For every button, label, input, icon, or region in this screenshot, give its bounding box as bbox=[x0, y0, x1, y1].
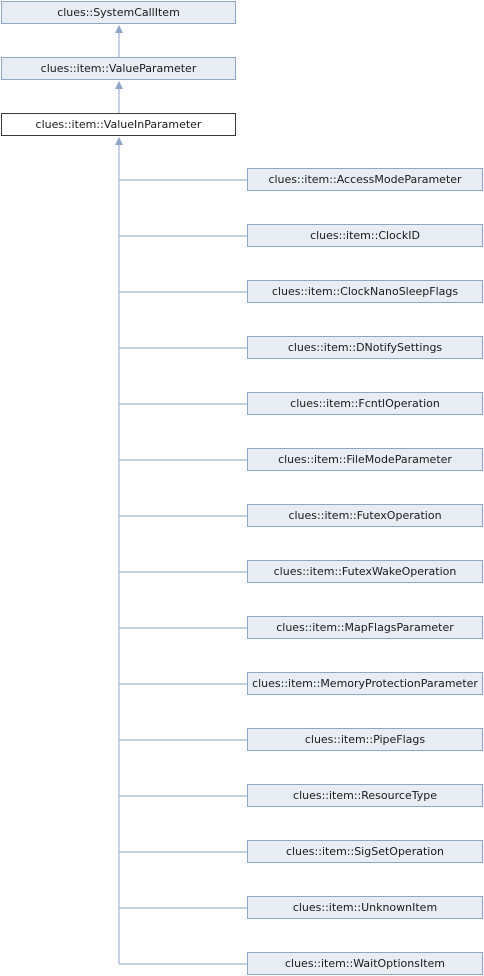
node-child-class[interactable]: clues::item::ClockNanoSleepFlags bbox=[247, 280, 483, 303]
node-child-class[interactable]: clues::item::SigSetOperation bbox=[247, 840, 483, 863]
node-child-class[interactable]: clues::item::FutexWakeOperation bbox=[247, 560, 483, 583]
inheritance-arrowhead bbox=[115, 137, 123, 145]
node-child-class[interactable]: clues::item::MapFlagsParameter bbox=[247, 616, 483, 639]
node-child-class[interactable]: clues::item::FutexOperation bbox=[247, 504, 483, 527]
node-child-class[interactable]: clues::item::ClockID bbox=[247, 224, 483, 247]
inheritance-arrowhead bbox=[115, 81, 123, 89]
node-child-class[interactable]: clues::item::DNotifySettings bbox=[247, 336, 483, 359]
node-value-parameter[interactable]: clues::item::ValueParameter bbox=[1, 57, 236, 80]
node-system-call-item[interactable]: clues::SystemCallItem bbox=[1, 1, 236, 24]
node-child-class[interactable]: clues::item::MemoryProtectionParameter bbox=[247, 672, 483, 695]
inheritance-arrowhead bbox=[115, 25, 123, 33]
node-child-class[interactable]: clues::item::FcntlOperation bbox=[247, 392, 483, 415]
node-child-class[interactable]: clues::item::ResourceType bbox=[247, 784, 483, 807]
node-child-class[interactable]: clues::item::PipeFlags bbox=[247, 728, 483, 751]
node-child-class[interactable]: clues::item::AccessModeParameter bbox=[247, 168, 483, 191]
node-child-class[interactable]: clues::item::WaitOptionsItem bbox=[247, 952, 483, 975]
node-value-in-parameter: clues::item::ValueInParameter bbox=[1, 113, 236, 136]
node-child-class[interactable]: clues::item::FileModeParameter bbox=[247, 448, 483, 471]
node-child-class[interactable]: clues::item::UnknownItem bbox=[247, 896, 483, 919]
